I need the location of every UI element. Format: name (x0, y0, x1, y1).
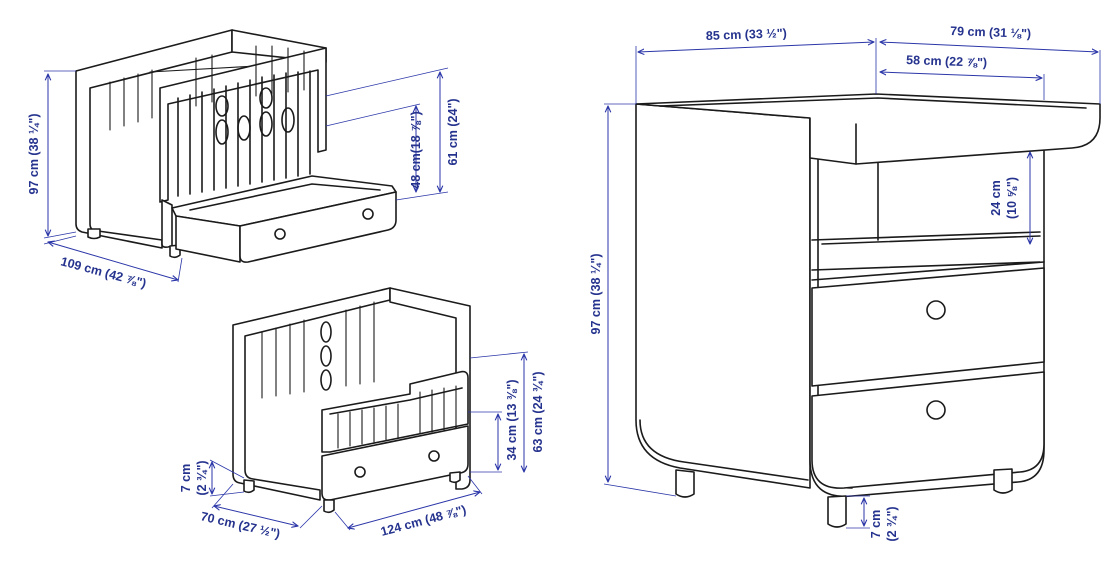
shelf-24cm-inch-label: (10 ⅝") (1005, 177, 1019, 219)
height-61cm-label: 61 cm (24") (446, 98, 460, 165)
leg-7cm-label: 7 cm (179, 464, 193, 493)
drawer-knob-icon (926, 400, 946, 420)
leg-7cm-inch-label: (2 ¾") (195, 460, 209, 495)
changing-unit-drawing: 85 cm (33 ½") 79 cm (31 ⅛") 58 cm (22 ⅞"… (589, 24, 1101, 542)
length-109cm-line (48, 242, 178, 280)
crib-drawer (171, 175, 397, 263)
changing-unit-drawer-top (811, 267, 1045, 387)
width-70cm-line (214, 506, 298, 526)
depth-58cm-line (880, 72, 1042, 78)
crib-with-drawer-drawing: 97 cm (38 ¼") 109 cm (42 ⅞") 61 cm (24")… (27, 29, 460, 291)
toddler-crib-left-panel (232, 287, 391, 501)
height-97cm-label: 97 cm (38 ¼") (589, 254, 603, 335)
width-85cm-line (638, 42, 874, 52)
shelf-24cm-label: 24 cm (989, 180, 1003, 215)
drawer-knob-icon (926, 300, 946, 320)
height-34cm-label: 34 cm (13 ⅜") (505, 380, 519, 461)
height-97cm-label: 97 cm (38 ¼") (27, 114, 41, 195)
toddler-crib-slats (261, 301, 375, 399)
height-48cm-label: 48 cm(18 ⅞") (409, 111, 423, 189)
drawer-knob-icon (362, 208, 374, 220)
leg-7cm-inch-label: (2 ¾") (885, 506, 899, 541)
changing-top-tray (635, 93, 1101, 165)
leg-7cm-label: 7 cm (869, 510, 883, 539)
changing-unit-side-panel (635, 103, 811, 489)
toddler-front-slats (337, 385, 457, 449)
height-63cm-label: 63 cm (24 ¾") (531, 372, 545, 453)
length-124cm-line (348, 492, 480, 528)
depth-79cm-line (880, 42, 1098, 52)
drawer-knob-icon (354, 466, 366, 478)
crib-toddler-config-drawing: 7 cm (2 ¾") 70 cm (27 ½") 124 cm (48 ⅞")… (179, 287, 545, 541)
depth-58cm-label: 58 cm (22 ⅞") (906, 53, 987, 70)
changing-unit-drawer-bottom (811, 371, 1045, 489)
drawer-knob-icon (428, 450, 440, 462)
length-124cm-label: 124 cm (48 ⅞") (379, 503, 468, 539)
width-70cm-label: 70 cm (27 ½") (199, 509, 281, 541)
drawer-knob-icon (274, 228, 286, 240)
depth-79cm-label: 79 cm (31 ⅛") (950, 24, 1031, 41)
width-85cm-label: 85 cm (33 ½") (706, 26, 787, 43)
length-109cm-label: 109 cm (42 ⅞") (59, 254, 148, 290)
crib-slats (109, 45, 311, 197)
